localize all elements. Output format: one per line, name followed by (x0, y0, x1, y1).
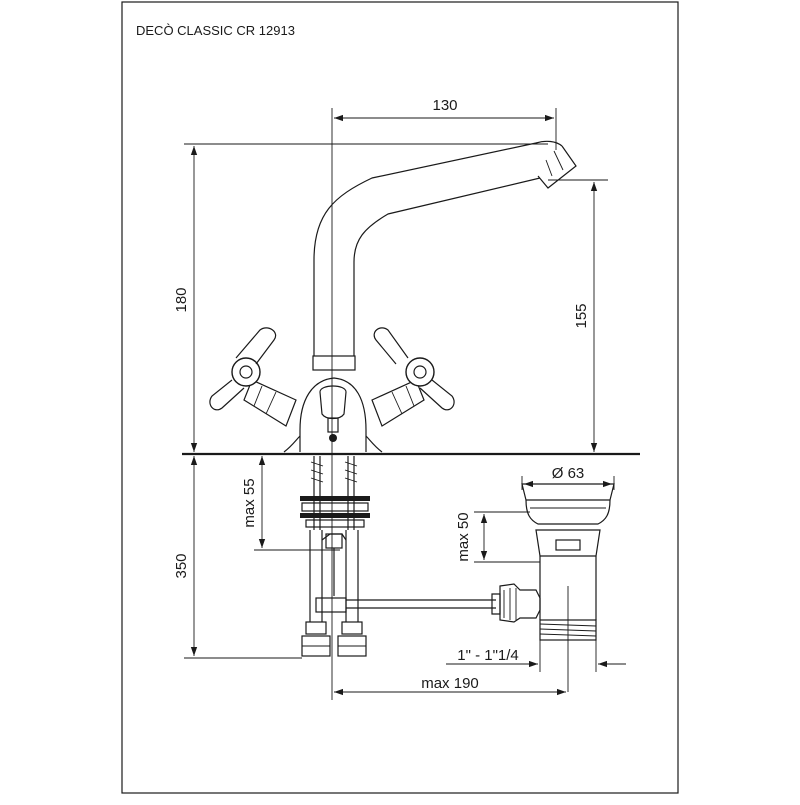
dimension-lines (184, 108, 626, 700)
dim-below-deck: 350 (173, 553, 190, 578)
faucet-body (209, 140, 577, 453)
dim-waste-diameter: Ø 63 (552, 465, 585, 482)
dim-total-height: 180 (173, 287, 190, 312)
dim-waste-max: max 50 (455, 512, 472, 561)
dim-waste-thread: 1" - 1"1/4 (457, 647, 519, 664)
drawing-border (121, 1, 679, 794)
mounting-assembly (300, 456, 496, 657)
drawing-title: DECÒ CLASSIC CR 12913 (136, 23, 295, 38)
dim-max-thickness: max 55 (241, 478, 258, 527)
pop-up-waste (491, 483, 615, 692)
dim-max-distance: max 190 (421, 675, 479, 692)
dim-spout-height: 155 (573, 303, 590, 328)
dim-spout-reach: 130 (432, 97, 457, 114)
